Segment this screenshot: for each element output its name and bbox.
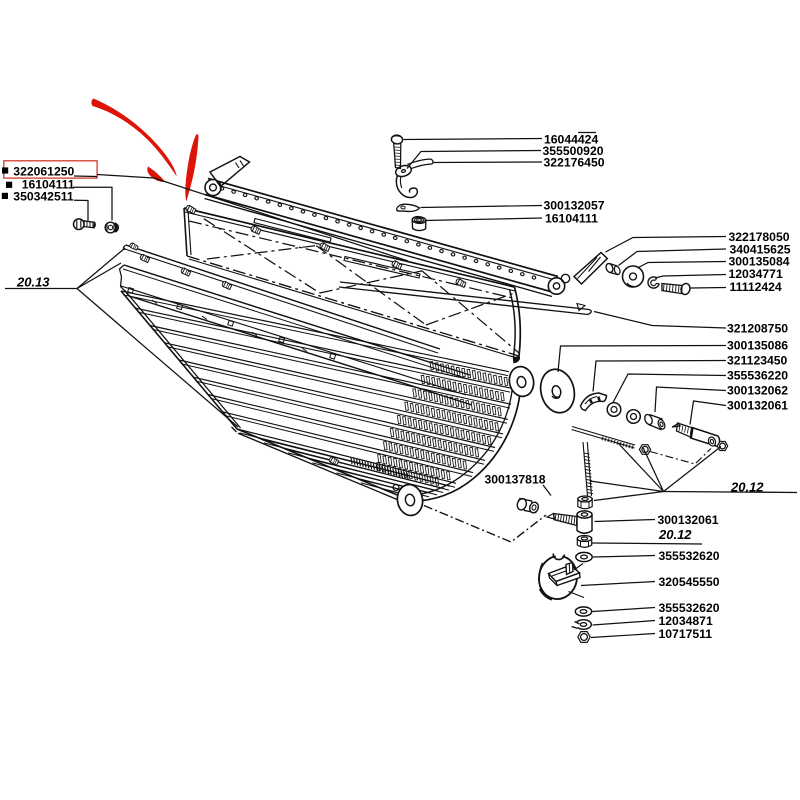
svg-text:322061250: 322061250 (13, 165, 74, 179)
svg-text:321208750: 321208750 (727, 322, 788, 336)
svg-text:12034771: 12034771 (729, 267, 783, 281)
svg-text:20.12: 20.12 (658, 527, 692, 542)
svg-text:355536220: 355536220 (727, 369, 788, 383)
svg-text:16044424: 16044424 (544, 133, 598, 147)
svg-text:16104111: 16104111 (545, 211, 598, 225)
svg-text:350342511: 350342511 (13, 189, 74, 203)
svg-text:300132061: 300132061 (727, 399, 788, 413)
svg-text:322176450: 322176450 (544, 155, 605, 169)
svg-text:20.13: 20.13 (16, 275, 50, 290)
svg-text:355532620: 355532620 (659, 601, 720, 615)
svg-text:16104111: 16104111 (22, 177, 75, 191)
svg-text:11112424: 11112424 (730, 280, 782, 294)
svg-text:340415625: 340415625 (730, 242, 791, 256)
svg-text:322178050: 322178050 (729, 230, 790, 244)
svg-text:10717511: 10717511 (659, 627, 713, 641)
svg-text:320545550: 320545550 (659, 575, 720, 589)
svg-text:355500920: 355500920 (543, 144, 604, 158)
svg-text:300135084: 300135084 (729, 255, 790, 269)
svg-text:300135086: 300135086 (727, 339, 788, 353)
svg-text:12034871: 12034871 (659, 614, 713, 628)
svg-text:20.12: 20.12 (730, 480, 764, 495)
svg-text:300132057: 300132057 (544, 199, 605, 213)
svg-text:300132062: 300132062 (727, 384, 788, 398)
svg-text:300132061: 300132061 (658, 513, 719, 527)
svg-text:321123450: 321123450 (727, 354, 788, 368)
svg-text:355532620: 355532620 (659, 549, 720, 563)
svg-text:300137818: 300137818 (485, 473, 546, 487)
